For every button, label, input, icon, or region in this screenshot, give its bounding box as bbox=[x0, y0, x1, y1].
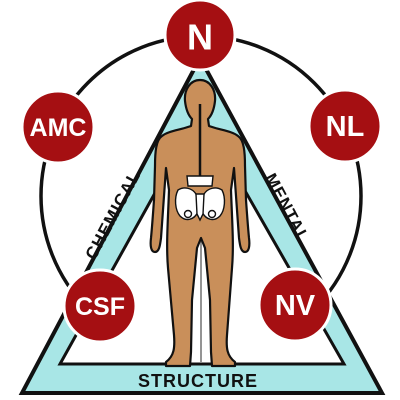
node-nv-label: NV bbox=[275, 290, 316, 322]
side-label-structure: STRUCTURE bbox=[138, 371, 258, 391]
node-csf-label: CSF bbox=[75, 293, 125, 321]
pelvis-skeleton-icon bbox=[174, 175, 226, 222]
node-n: N bbox=[163, 0, 237, 72]
node-csf: CSF bbox=[62, 268, 138, 344]
node-n-label: N bbox=[187, 17, 213, 58]
human-body-back-view-icon bbox=[149, 78, 251, 368]
node-amc-label: AMC bbox=[30, 114, 87, 142]
node-amc: AMC bbox=[20, 89, 96, 165]
node-nl: NL bbox=[307, 88, 383, 164]
node-nv: NV bbox=[257, 267, 333, 343]
node-nl-label: NL bbox=[326, 111, 365, 143]
